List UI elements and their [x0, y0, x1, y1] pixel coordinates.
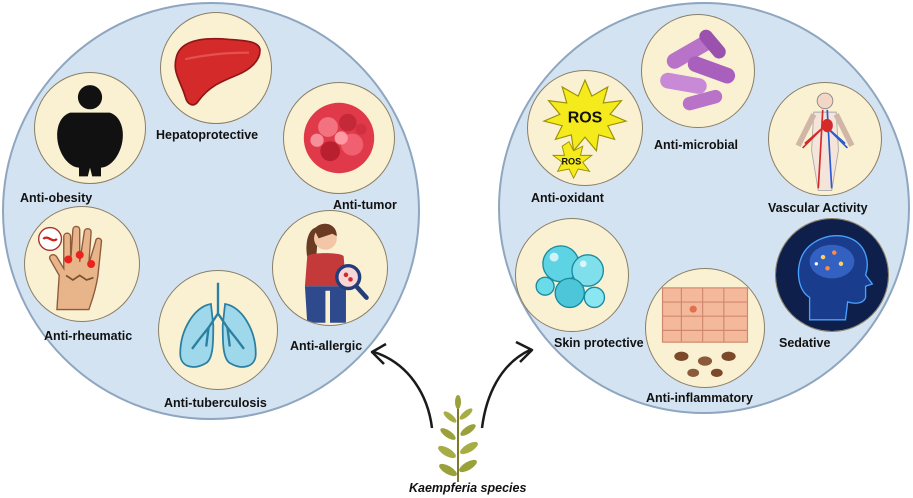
skin-cells-icon: [515, 218, 629, 332]
ros-text-small: ROS: [561, 156, 581, 166]
lungs-icon: [158, 270, 278, 390]
label-anti-allergic: Anti-allergic: [290, 339, 363, 353]
right-arrow: [480, 340, 534, 429]
bacteria-icon: [641, 14, 755, 128]
label-anti-oxidant: Anti-oxidant: [531, 191, 604, 205]
label-anti-tumor: Anti-tumor: [333, 198, 397, 212]
label-anti-obesity: Anti-obesity: [20, 191, 93, 205]
label-sedative: Sedative: [779, 336, 831, 350]
ros-burst-icon: ROS ROS: [527, 70, 643, 186]
rheumatic-hand-icon: [24, 206, 140, 322]
label-skin-protective: Skin protective: [554, 336, 644, 350]
caption-kaempferia-species: Kaempferia species: [409, 481, 527, 495]
label-vascular-activity: Vascular Activity: [768, 201, 868, 215]
inflamed-tissue-icon: [645, 268, 765, 388]
brain-scan-icon: [775, 218, 889, 332]
ros-text-large: ROS: [568, 109, 603, 126]
label-anti-tuberculosis: Anti-tuberculosis: [164, 396, 267, 410]
tumor-icon: [283, 82, 395, 194]
obesity-silhouette-icon: [34, 72, 146, 184]
label-anti-rheumatic: Anti-rheumatic: [44, 329, 133, 343]
label-anti-inflammatory: Anti-inflammatory: [646, 391, 753, 405]
plant-icon: [438, 395, 478, 483]
left-arrow: [370, 342, 434, 429]
liver-icon: [160, 12, 272, 124]
label-anti-microbial: Anti-microbial: [654, 138, 739, 152]
allergy-woman-icon: [272, 210, 388, 326]
vascular-body-icon: [768, 82, 882, 196]
label-hepatoprotective: Hepatoprotective: [156, 128, 259, 142]
